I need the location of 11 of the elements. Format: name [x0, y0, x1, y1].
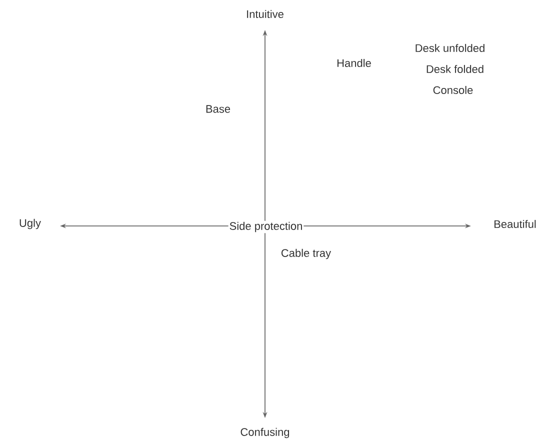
- item-label: Console: [433, 86, 473, 94]
- item-label: Cable tray: [282, 248, 332, 260]
- axis-label: Intuitive: [247, 10, 284, 18]
- axis-label: Beautiful: [494, 220, 536, 228]
- item-label: Side protection: [228, 220, 304, 234]
- item-label: Handle: [337, 58, 371, 68]
- item-label: Desk unfolded: [416, 44, 484, 52]
- axis-label: Confusing: [240, 428, 290, 438]
- item-label: Desk folded: [426, 64, 484, 74]
- axis-label: Ugly: [20, 218, 41, 230]
- item-label: Base: [206, 105, 230, 113]
